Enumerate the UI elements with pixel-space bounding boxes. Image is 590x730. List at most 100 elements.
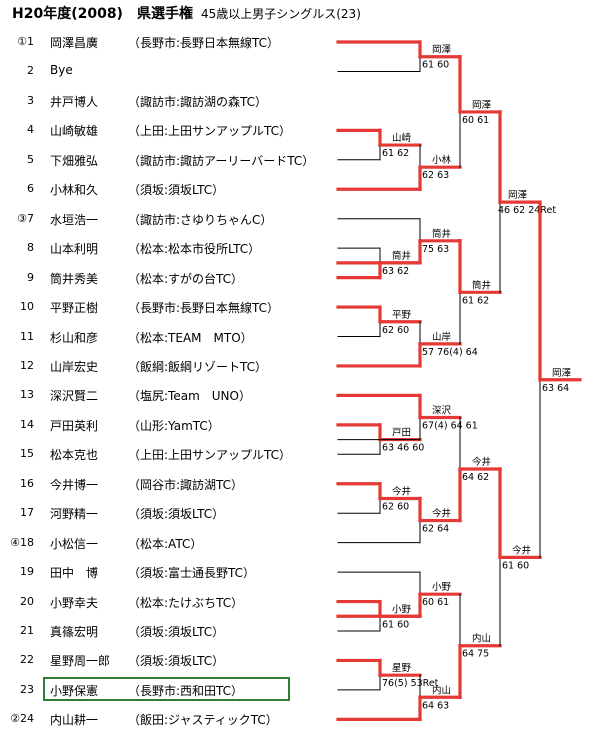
player-name: 下畑雅弘	[50, 153, 99, 168]
player-club: （上田:上田サンアップルTC）	[128, 448, 292, 463]
player-seed: 14	[20, 417, 34, 431]
match-winner-label: 平野	[392, 310, 412, 321]
match-winner-label: 今井	[472, 456, 491, 468]
match-winner-label: 星野	[392, 663, 412, 674]
player-name: 河野精一	[50, 507, 99, 522]
match-winner-label: 戸田	[392, 428, 411, 439]
match-winner-label: 今井	[512, 544, 531, 556]
match-winner-label: 山岸	[432, 332, 452, 343]
player-club: （諏訪市:諏訪アーリーバードTC）	[128, 153, 315, 168]
player-seed: 17	[20, 506, 34, 520]
player-seed: 6	[27, 182, 34, 196]
player-name: 山本利明	[50, 242, 99, 257]
player-seed: 2	[27, 64, 34, 78]
match-score-label: 63 46 60	[382, 443, 424, 454]
player-club: （諏訪市:諏訪湖の森TC）	[128, 94, 268, 109]
player-name: 小林和久	[50, 183, 99, 198]
player-seed: 12	[20, 358, 34, 372]
player-seed: ①1	[17, 35, 34, 48]
title-sub: 45歳以上男子シングルス(23)	[200, 7, 361, 21]
match-score-label: 62 63	[422, 170, 449, 181]
player-name: 小野幸夫	[50, 595, 99, 610]
match-score-label: 61 62	[382, 148, 409, 159]
match-score-label: 64 63	[422, 700, 449, 711]
player-club: （飯綱:飯綱リゾートTC）	[128, 359, 268, 374]
match-score-label: 60 61	[422, 597, 449, 608]
player-seed: 11	[20, 329, 34, 343]
player-club: （須坂:須坂LTC）	[128, 507, 225, 522]
player-name: 山崎敏雄	[50, 124, 99, 139]
match-score-label: 64 75	[462, 649, 489, 660]
player-seed: 15	[20, 447, 34, 461]
player-club: （松本:TEAM MTO）	[128, 330, 253, 345]
player-name: 井戸博人	[50, 94, 99, 109]
match-winner-label: 岡澤	[472, 100, 492, 111]
player-club: （山形:YamTC）	[128, 418, 220, 433]
title-main: H20年度(2008) 県選手権	[12, 6, 193, 22]
match-winner-label: 筒井	[432, 228, 451, 240]
page-title: H20年度(2008) 県選手権 45歳以上男子シングルス(23)	[12, 3, 361, 23]
match-score-label: 61 60	[422, 60, 449, 71]
match-score-label: 61 60	[382, 619, 409, 630]
player-club: （上田:上田サンアップルTC）	[128, 124, 292, 139]
player-name: 星野周一郎	[50, 654, 111, 669]
player-seed: ②24	[10, 712, 34, 726]
player-seed: 23	[20, 682, 34, 696]
match-score-label: 61 60	[502, 560, 529, 571]
match-winner-label: 筒井	[392, 250, 411, 262]
player-seed: 20	[20, 594, 34, 608]
player-seed: 19	[20, 565, 34, 579]
player-club: （長野市:長野日本無線TC）	[128, 301, 280, 316]
player-club: （長野市:西和田TC）	[128, 683, 244, 698]
player-club: （須坂:須坂LTC）	[128, 183, 225, 198]
player-name: 今井博一	[50, 477, 99, 492]
player-seed: 16	[20, 476, 34, 490]
player-name: 真篠宏明	[50, 625, 99, 639]
player-name: 杉山和彦	[50, 330, 99, 345]
match-winner-label: 内山	[472, 633, 491, 645]
player-seed: ④18	[10, 535, 34, 549]
match-score-label: 60 61	[462, 115, 489, 126]
match-score-label: 63 64	[542, 383, 569, 394]
match-score-label: 61 62	[462, 295, 489, 306]
match-score-label: 62 60	[382, 325, 409, 336]
player-name: 内山耕一	[50, 713, 99, 728]
match-score-label: 63 62	[382, 266, 409, 277]
highlighted-player-box	[43, 677, 290, 701]
player-seed: 9	[27, 270, 34, 284]
player-name: 戸田英利	[50, 418, 99, 433]
player-name: 小野保憲	[50, 683, 99, 698]
player-name: 平野正樹	[50, 301, 99, 316]
player-name: 深沢賢二	[50, 389, 99, 404]
player-seed: 13	[20, 388, 34, 402]
match-winner-label: 小野	[392, 604, 412, 615]
match-score-label: 64 62	[462, 472, 489, 483]
player-club: （須坂:須坂LTC）	[128, 625, 225, 639]
match-winner-label: 筒井	[472, 279, 491, 291]
player-seed: 3	[27, 93, 34, 107]
player-club: （諏訪市:さゆりちゃんC）	[128, 212, 273, 227]
player-club: （松本:ATC）	[128, 536, 203, 551]
player-seed: 5	[27, 152, 34, 166]
match-winner-label: 内山	[432, 684, 451, 696]
match-winner-label: 山崎	[392, 132, 412, 144]
player-club: （須坂:須坂LTC）	[128, 654, 225, 669]
match-winner-label: 今井	[432, 508, 451, 520]
player-name: 小松信一	[50, 536, 99, 551]
match-winner-label: 岡澤	[552, 368, 572, 379]
match-winner-label: 今井	[392, 485, 411, 497]
player-seed: 10	[20, 300, 34, 314]
player-club: （須坂:富士通長野TC）	[128, 566, 256, 581]
player-seed: 4	[27, 123, 34, 137]
match-winner-label: 深沢	[432, 404, 452, 416]
match-winner-label: 小野	[432, 582, 452, 593]
player-club: （岡谷市:諏訪湖TC）	[128, 477, 244, 492]
player-club: （松本:たけぶちTC）	[128, 595, 244, 610]
match-score-label: 62 64	[422, 524, 449, 535]
match-score-label: 67(4) 64 61	[422, 420, 478, 431]
match-score-label: 76(5) 53Ret	[382, 678, 439, 689]
player-name: 山岸宏史	[50, 359, 99, 374]
player-name: Bye	[50, 63, 73, 78]
